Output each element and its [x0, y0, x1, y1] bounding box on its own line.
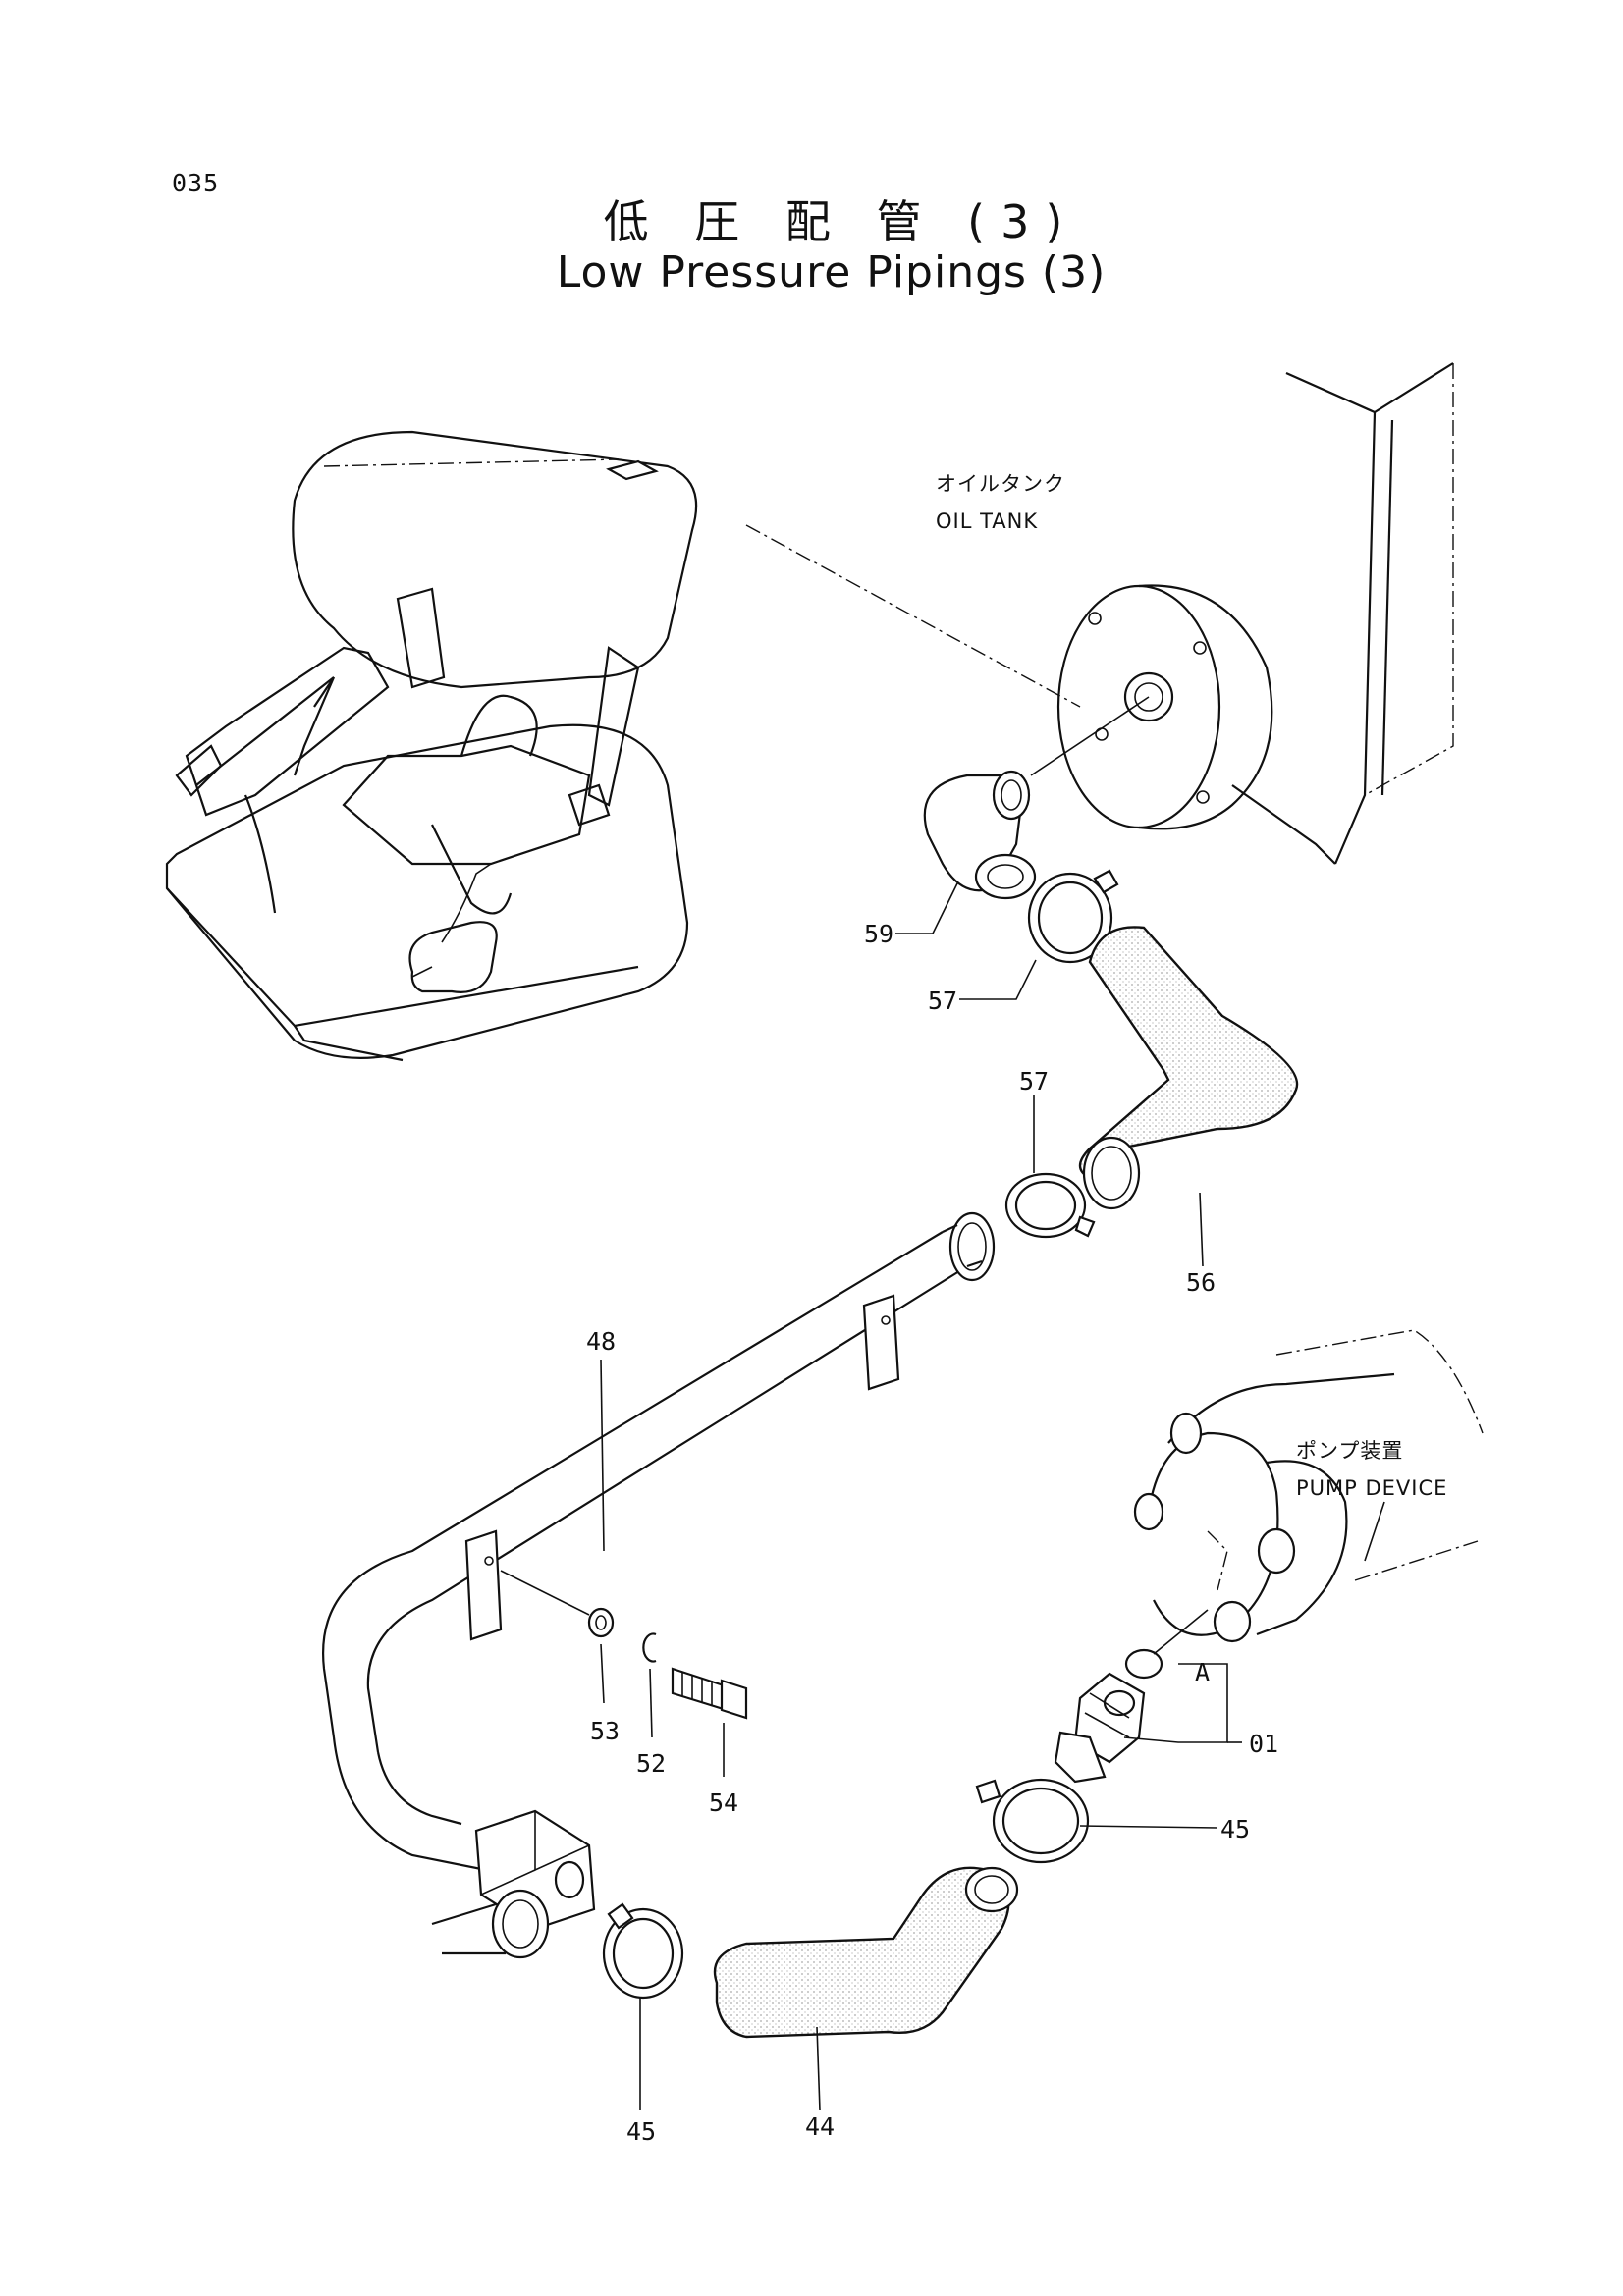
callout-48: 48 [586, 1327, 616, 1356]
callout-A: A [1195, 1658, 1210, 1686]
callout-56: 56 [1186, 1268, 1216, 1297]
callout-44: 44 [805, 2112, 835, 2141]
pump-device-label-en: PUMP DEVICE [1296, 1476, 1447, 1500]
oil-tank-illustration [745, 362, 1454, 865]
page-number: 035 [172, 169, 220, 197]
callout-45-right: 45 [1220, 1815, 1250, 1843]
title-japanese: 低 圧 配 管 (3) [603, 195, 1079, 248]
callout-01: 01 [1249, 1730, 1278, 1758]
part-56-hose-upper [1078, 926, 1299, 1210]
pump-device-illustration [1133, 1329, 1484, 1643]
part-57-hose-clamp-upper [1027, 869, 1119, 964]
part-52-snap-ring [642, 1632, 657, 1663]
part-44-hose-lower [713, 1866, 1019, 2039]
title-english: Low Pressure Pipings (3) [556, 247, 1107, 297]
part-57-hose-clamp-lower [1004, 1172, 1096, 1239]
callout-54: 54 [709, 1789, 738, 1817]
oil-tank-label-en: OIL TANK [936, 509, 1038, 533]
part-53-washer [500, 1570, 615, 1638]
part-48-pipe-assembly [322, 1211, 996, 1959]
callout-57-upper: 57 [928, 987, 957, 1015]
part-54-bolt [671, 1667, 748, 1720]
callout-57-lower: 57 [1019, 1067, 1049, 1095]
callout-52: 52 [636, 1749, 666, 1778]
part-01-adapter-with-o-ring [1054, 1609, 1209, 1784]
pump-device-label-jp: ポンプ装置 [1296, 1439, 1403, 1463]
part-45-hose-clamp-right [975, 1778, 1090, 1864]
oil-tank-label-jp: オイルタンク [936, 472, 1065, 496]
leader-lines [600, 882, 1242, 2111]
part-45-hose-clamp-left [602, 1902, 684, 2000]
excavator-overview-illustration [165, 430, 698, 1062]
callout-59: 59 [864, 920, 893, 948]
part-59-elbow-fitting [923, 770, 1037, 900]
callout-45-left: 45 [626, 2117, 656, 2146]
callout-53: 53 [590, 1717, 620, 1745]
